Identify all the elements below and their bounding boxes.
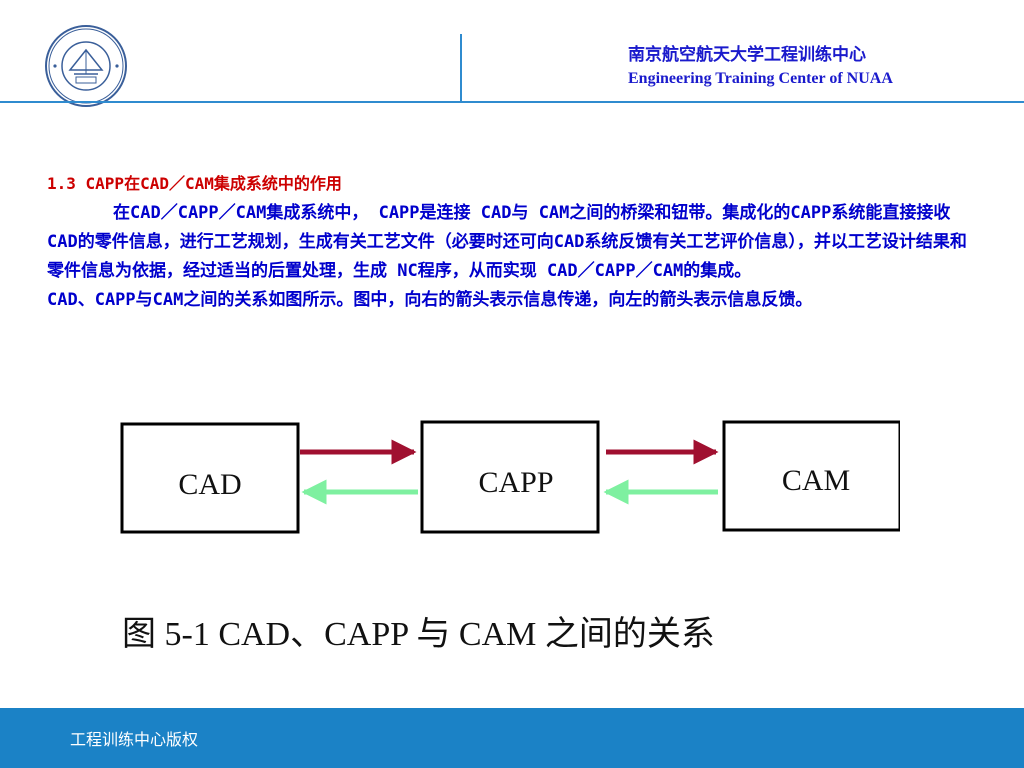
- cad-capp-cam-diagram: CAD CAPP CAM: [120, 420, 900, 534]
- university-seal-icon: [45, 25, 127, 107]
- body-text: 在CAD／CAPP／CAM集成系统中， CAPP是连接 CAD与 CAM之间的桥…: [47, 199, 977, 315]
- header-vertical-divider: [460, 34, 462, 102]
- cad-box-label: CAD: [178, 468, 241, 501]
- cam-box-label: CAM: [782, 464, 850, 497]
- paragraph-integration: 在CAD／CAPP／CAM集成系统中， CAPP是连接 CAD与 CAM之间的桥…: [47, 203, 967, 281]
- figure-caption: 图 5-1 CAD、CAPP 与 CAM 之间的关系: [122, 616, 715, 653]
- org-name-cn: 南京航空航天大学工程训练中心: [628, 45, 866, 65]
- section-title: 1.3 CAPP在CAD／CAM集成系统中的作用: [47, 174, 342, 193]
- paragraph-relationship: CAD、CAPP与CAM之间的关系如图所示。图中，向右的箭头表示信息传递，向左的…: [47, 290, 813, 310]
- cad-box: [120, 422, 300, 534]
- capp-box: [420, 420, 600, 534]
- header-horizontal-divider: [0, 101, 1024, 103]
- footer-copyright: 工程训练中心版权: [70, 730, 199, 749]
- cam-box: [722, 420, 900, 532]
- org-name-en: Engineering Training Center of NUAA: [628, 70, 893, 87]
- slide-header: 南京航空航天大学工程训练中心 Engineering Training Cent…: [0, 0, 1024, 107]
- footer-bar: 工程训练中心版权: [0, 708, 1024, 768]
- capp-box-label: CAPP: [478, 466, 553, 499]
